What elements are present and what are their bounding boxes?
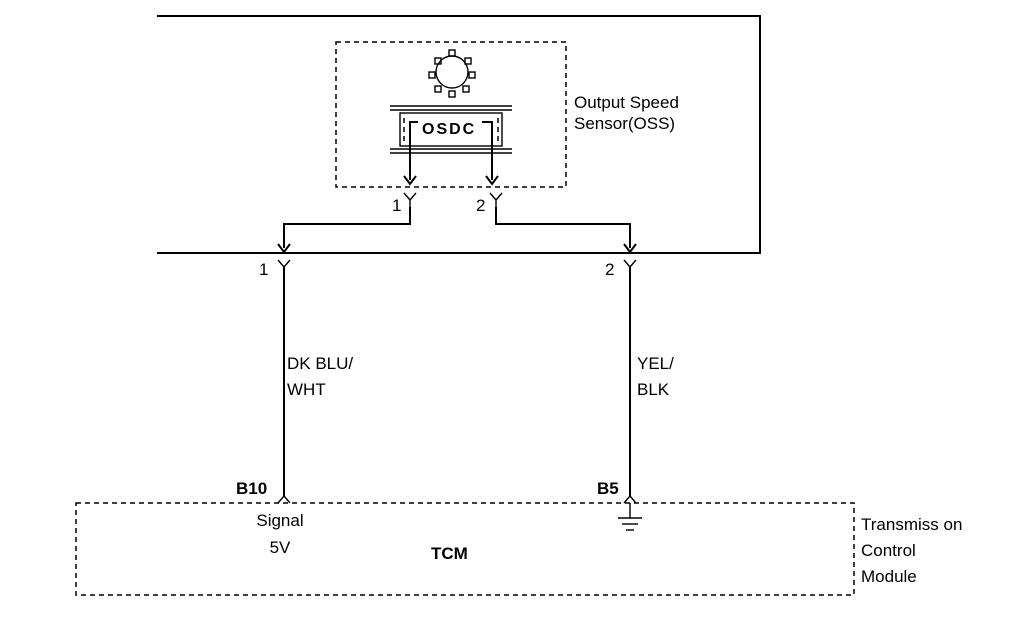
tcm-pin-b5-marker xyxy=(623,494,637,504)
harness-pin-2-label: 2 xyxy=(605,260,615,279)
wire-2-color-line2: BLK xyxy=(637,380,670,399)
sensor-lead-2 xyxy=(482,121,493,180)
sensor-dashed-box xyxy=(335,41,567,188)
wire-1-color-line2: WHT xyxy=(287,380,326,399)
tcm-name-line1: Transmiss on xyxy=(861,515,963,534)
sensor-pin-1-label: 1 xyxy=(392,196,402,215)
wire-to-harness-1 xyxy=(283,207,411,248)
harness-pin-1-connector xyxy=(277,259,291,269)
harness-pin-2-connector xyxy=(623,259,637,269)
sensor-pin-1-connector xyxy=(403,192,417,207)
component-outline xyxy=(157,15,761,254)
sensor-pin-2-connector xyxy=(489,192,503,207)
tone-wheel-gear-icon xyxy=(428,49,476,98)
sensor-name-line1: Output Speed xyxy=(574,93,679,112)
tcm-label: TCM xyxy=(431,544,468,563)
wire-2-color-line1: YEL/ xyxy=(637,354,674,373)
tcm-name-line2: Control xyxy=(861,541,916,560)
tcm-pin-b5-label: B5 xyxy=(597,479,619,498)
wire-to-harness-2 xyxy=(495,207,631,248)
tcm-signal-line1: Signal xyxy=(256,511,304,530)
wire-1-color-line1: DK BLU/ xyxy=(287,354,354,373)
tcm-name-line3: Module xyxy=(861,567,917,586)
sensor-pin-2-label: 2 xyxy=(476,196,486,215)
harness-pin-1-label: 1 xyxy=(259,260,269,279)
tcm-signal-line2: 5V xyxy=(269,538,291,557)
tcm-pin-b10-marker xyxy=(277,494,291,504)
tcm-pin-b10-label: B10 xyxy=(236,479,268,498)
sensor-chip-label: OSDC xyxy=(422,121,477,138)
tcm-dashed-box xyxy=(75,502,855,596)
sensor-lead-1 xyxy=(409,121,418,180)
sensor-name-line2: Sensor(OSS) xyxy=(574,114,676,133)
ground-icon xyxy=(618,503,642,531)
